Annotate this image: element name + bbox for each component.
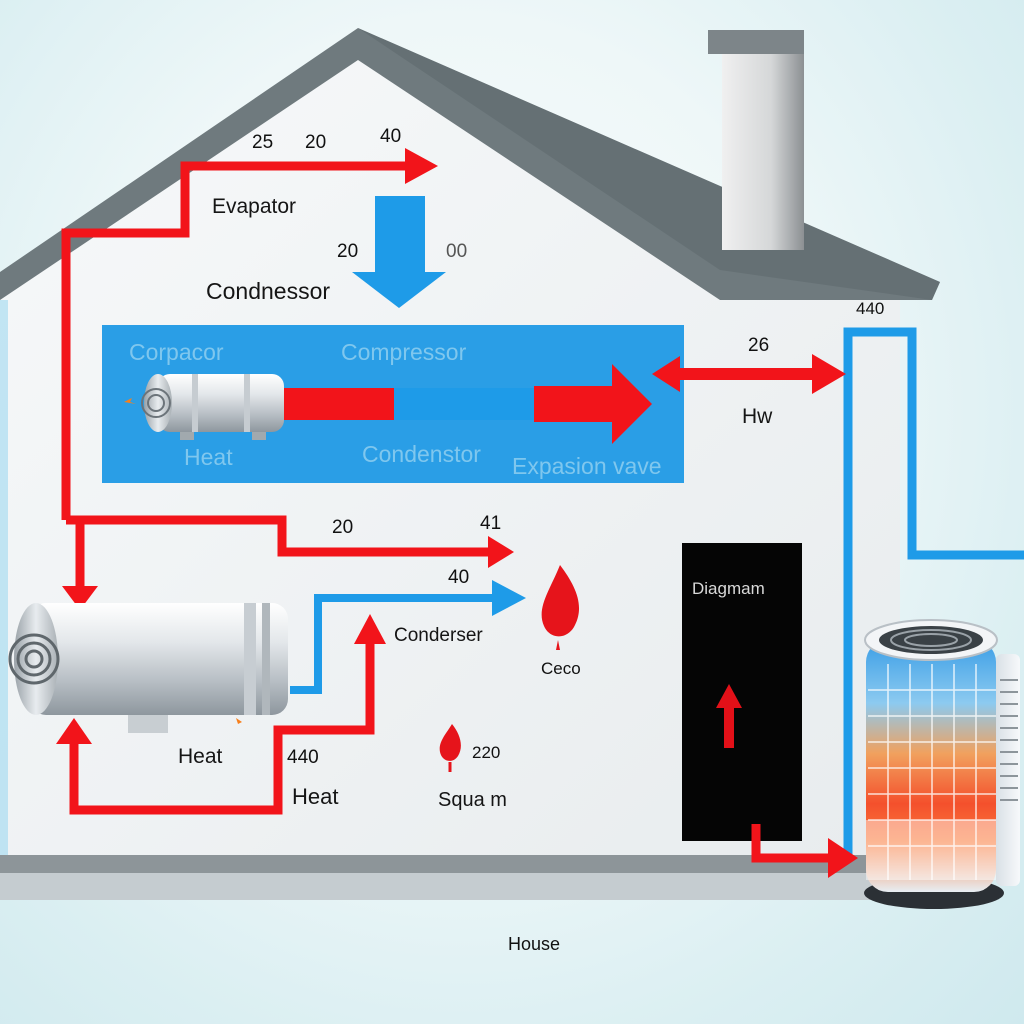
label-compressor: Compressor (341, 339, 467, 365)
label-41: 41 (480, 513, 502, 534)
label-440-bottom: 440 (287, 747, 319, 768)
label-house: House (508, 934, 561, 954)
label-heat-bottom: Heat (292, 784, 339, 809)
label-expansion-valve: Expasion vave (512, 453, 662, 479)
diagram-door (682, 543, 802, 841)
label-condenser-mid: Conderser (394, 625, 483, 646)
label-00: 00 (446, 241, 468, 262)
label-ceco: Ceco (541, 659, 581, 678)
compressor-tank-icon (124, 374, 284, 440)
label-40-lower: 40 (448, 567, 470, 588)
blue-pipe-right (843, 327, 1024, 858)
label-40-top: 40 (380, 126, 402, 147)
evaporator-down-arrow (352, 196, 446, 308)
label-20-lower: 20 (332, 517, 354, 538)
label-26: 26 (748, 335, 770, 356)
label-evaporator: Evapator (212, 195, 297, 218)
red-pipe-top (61, 161, 410, 480)
label-squa-m: Squa m (438, 789, 507, 811)
label-heat-panel: Heat (184, 444, 233, 470)
chimney-icon (708, 30, 804, 250)
label-condenser-top: Condnessor (206, 278, 331, 304)
label-25: 25 (252, 132, 274, 153)
heat-pump-outdoor-unit-icon (864, 619, 1020, 909)
house-foundation (0, 855, 880, 873)
label-diagram: Diagmam (692, 579, 765, 598)
panel-arrow (534, 364, 652, 444)
door-up-arrow (716, 684, 742, 748)
label-220: 220 (472, 743, 501, 762)
flame-icon-small (439, 724, 461, 772)
water-heater-tank-icon (8, 603, 288, 733)
label-condenstor: Condenstor (362, 441, 481, 467)
label-440-right: 440 (856, 299, 885, 318)
label-hw: Hw (742, 405, 773, 428)
label-corpacor: Corpacor (129, 339, 224, 365)
hw-double-arrow (652, 354, 846, 394)
flame-icon (541, 565, 580, 650)
label-20-mid: 20 (337, 241, 359, 262)
label-20-top: 20 (305, 132, 327, 153)
label-heat-left: Heat (178, 745, 223, 768)
